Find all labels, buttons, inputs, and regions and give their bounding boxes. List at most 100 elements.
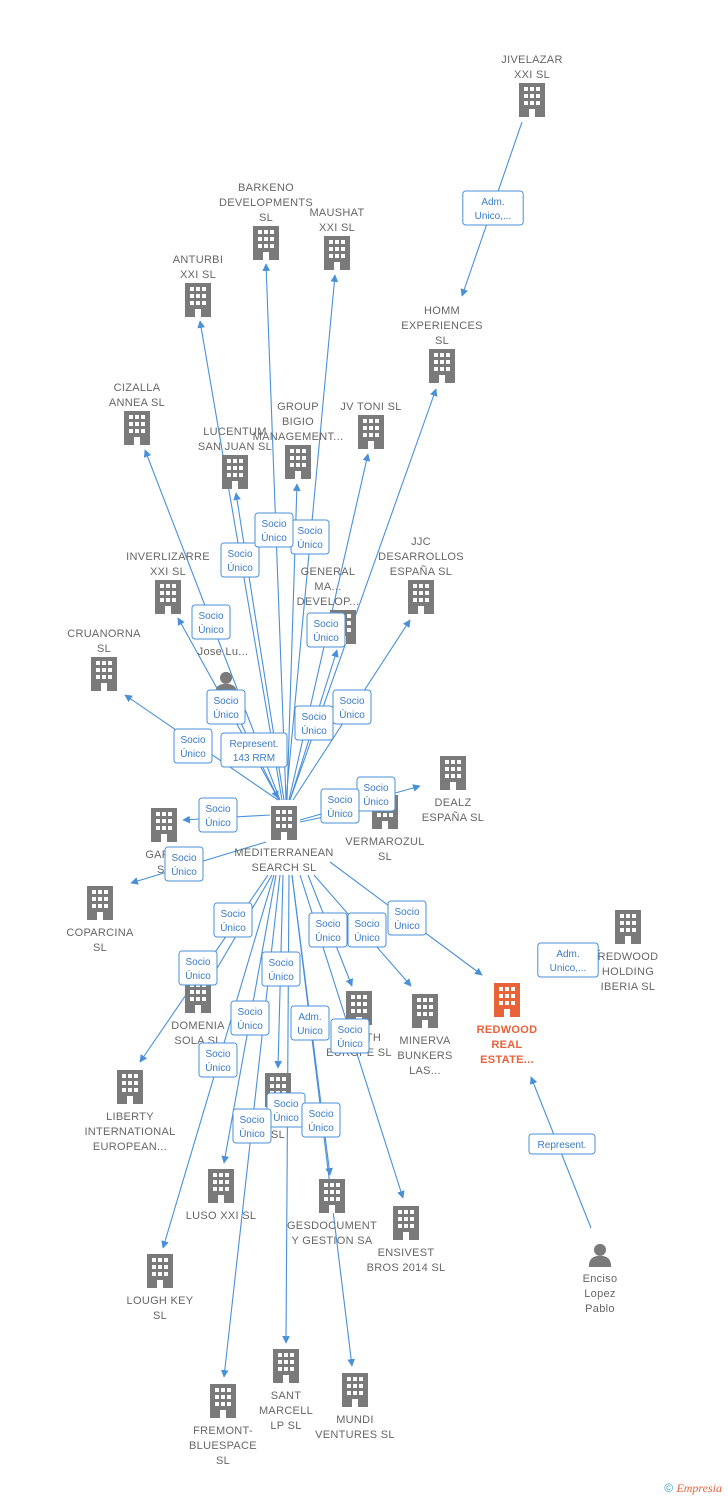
node-group[interactable]: GROUPBIGIOMANAGEMENT... <box>253 401 344 479</box>
node-label: REAL <box>491 1039 522 1051</box>
edge-label-joselu-to-mediterranean[interactable]: Represent.143 RRM <box>220 732 288 768</box>
node-minerva[interactable]: MINERVABUNKERSLAS... <box>397 994 452 1077</box>
building-icon <box>117 1070 143 1104</box>
node-label: VERMAROZUL <box>345 836 424 848</box>
node-label: MINERVA <box>399 1035 451 1047</box>
node-label: CIZALLA <box>114 382 161 394</box>
building-icon <box>87 886 113 920</box>
edge-label-text: Único <box>315 931 341 944</box>
edge-label-box <box>198 1042 238 1078</box>
edge-label-text: Adm. <box>481 197 504 208</box>
node-redwoodreal[interactable]: REDWOODREALESTATE... <box>477 983 538 1066</box>
node-liberty[interactable]: LIBERTYINTERNATIONALEUROPEAN... <box>84 1070 175 1153</box>
edge-label-text: Socio <box>171 853 196 864</box>
footer-credit[interactable]: © Empresia <box>664 1481 722 1496</box>
node-label: DEVELOPMENTS <box>219 197 313 209</box>
edge-label-text: Único <box>213 708 239 721</box>
node-general[interactable]: GENERALMA...DEVELOP... <box>297 566 360 644</box>
edge-label-text: Socio <box>185 957 210 968</box>
node-label: REDWOOD <box>477 1024 538 1036</box>
building-icon <box>319 1179 345 1213</box>
edge-label-text: Socio <box>313 619 338 630</box>
node-label: IBERIA SL <box>601 981 656 993</box>
edge-label-box <box>290 1005 330 1041</box>
edge-label-text: Único <box>261 531 287 544</box>
edge-label-jivelazar-to-homm[interactable]: Adm. Unico,... <box>462 190 524 226</box>
edge-label-redwoodholding-to-redwoodreal[interactable]: Adm.Unico,... <box>537 942 599 978</box>
edge-label-text: Socio <box>261 519 286 530</box>
building-icon <box>615 910 641 944</box>
edge-label-text: Único <box>327 807 353 820</box>
edge-label-enciso-to-redwoodreal[interactable]: Represent. <box>528 1133 596 1155</box>
node-label: ESPAÑA SL <box>422 811 484 824</box>
node-label: MANAGEMENT... <box>253 431 344 443</box>
edge-label-text: Único <box>313 631 339 644</box>
node-label: INVERLIZARRE <box>126 551 210 563</box>
edge-label-text: Único <box>185 969 211 982</box>
node-luso[interactable]: LUSO XXI SL <box>186 1169 257 1222</box>
edge-label-text: Único <box>354 931 380 944</box>
edge-label-text: Represent. <box>230 739 279 750</box>
node-label: SL <box>271 1129 285 1141</box>
edge-label-box <box>220 732 288 768</box>
node-label: REDWOOD <box>598 951 659 963</box>
node-label: LUCENTUM <box>203 426 267 438</box>
edge-label-text: Unico,... <box>475 211 512 222</box>
edge-label-text: Único <box>227 561 253 574</box>
node-jvtoni[interactable]: JV TONI SL <box>340 401 401 449</box>
edge-label-mediterranean-to-gesdocument[interactable]: Adm.Unico <box>290 1005 330 1041</box>
node-joselu[interactable]: Jose Lu... <box>198 646 249 695</box>
edge-label-text: Único <box>337 1037 363 1050</box>
